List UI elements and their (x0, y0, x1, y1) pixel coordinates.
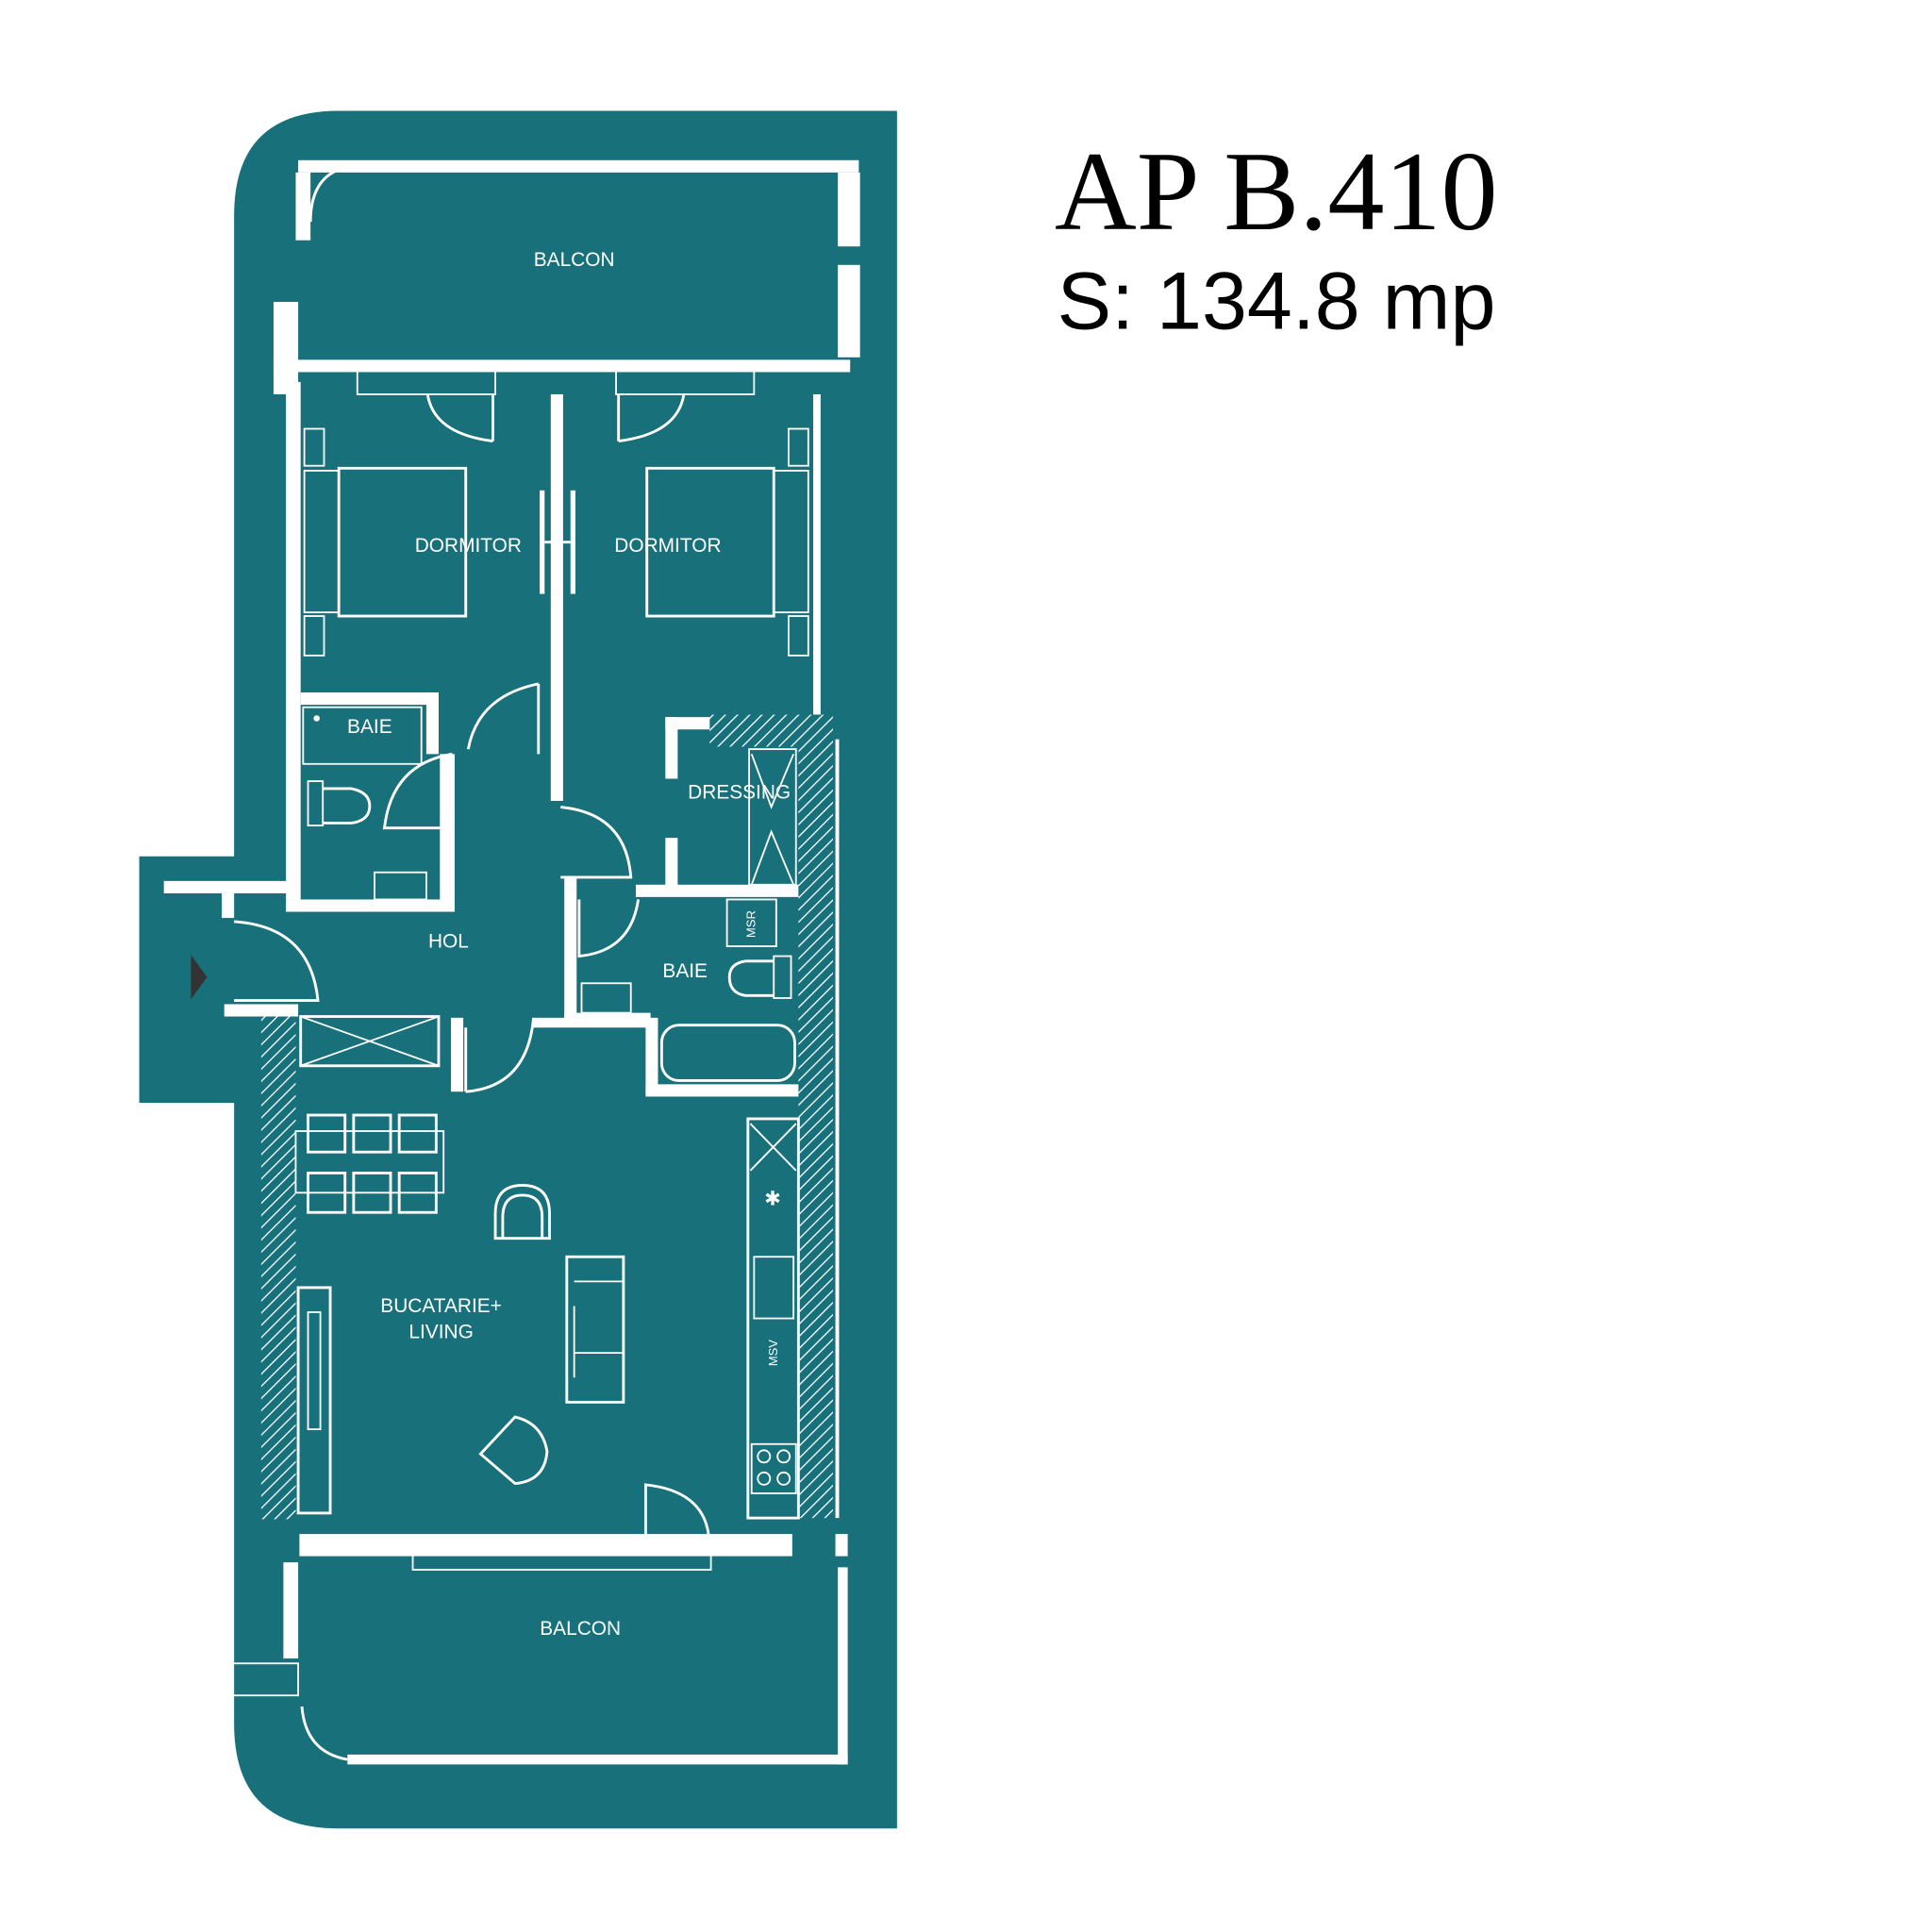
door-bathroom[interactable] (577, 899, 640, 958)
hall: HOL (163, 880, 651, 1092)
hatched-wall-right (798, 739, 833, 1519)
apartment-area: S: 134.8 mp (1058, 257, 1496, 347)
kitchen-counter: ✱ MSV (746, 1117, 800, 1520)
balcony-top: BALCON (273, 159, 860, 394)
door-bedroom-left[interactable] (425, 393, 494, 443)
bathroom: MSR BAIE (564, 876, 799, 1097)
entrance-door[interactable] (234, 920, 320, 1003)
apartment-footprint (139, 110, 897, 1829)
room-label-living-line2: LIVING (408, 1321, 473, 1342)
apartment-title: AP B.410 (1055, 128, 1498, 254)
bathroom-small: BAIE (286, 692, 455, 912)
fixture-label-msr: MSR (744, 910, 758, 938)
dining-table (294, 1113, 445, 1214)
room-label-bathroom-small: BAIE (347, 716, 392, 738)
room-label-balcony-bottom: BALCON (540, 1618, 621, 1640)
room-label-balcony-top: BALCON (534, 249, 615, 271)
dressing: DRESSING (665, 714, 833, 893)
tv-unit (296, 1286, 332, 1515)
bed-right (645, 427, 809, 657)
door-balcony-bottom[interactable] (643, 1483, 710, 1535)
room-label-bathroom: BAIE (662, 960, 708, 982)
sofa (565, 1255, 625, 1404)
hatched-wall-left (260, 1016, 296, 1520)
fixture-label-msv: MSV (766, 1340, 780, 1367)
door-bathroom-small[interactable] (382, 752, 453, 830)
wall (299, 1534, 792, 1557)
door-bedroom-right[interactable] (617, 393, 686, 443)
room-label-living-line1: BUCATARIE+ (380, 1295, 502, 1317)
entrance-arrow-icon (191, 955, 208, 1000)
door-bedroom-left-hall[interactable] (466, 682, 541, 755)
room-label-bedroom-left: DORMITOR (415, 535, 522, 557)
armchair (493, 1184, 551, 1241)
door-bedroom-right-hall[interactable] (560, 806, 633, 879)
room-label-dressing: DRESSING (688, 781, 791, 803)
armchair-2 (478, 1415, 549, 1486)
door-living[interactable] (464, 1017, 535, 1093)
bed-left (303, 427, 468, 657)
room-label-hall: HOL (428, 930, 469, 952)
living-room: BUCATARIE+ LIVING (294, 1113, 625, 1515)
extractor-icon: ✱ (764, 1188, 781, 1209)
balcony-bottom: BALCON (208, 1562, 848, 1765)
room-label-bedroom-right: DORMITOR (614, 535, 721, 557)
